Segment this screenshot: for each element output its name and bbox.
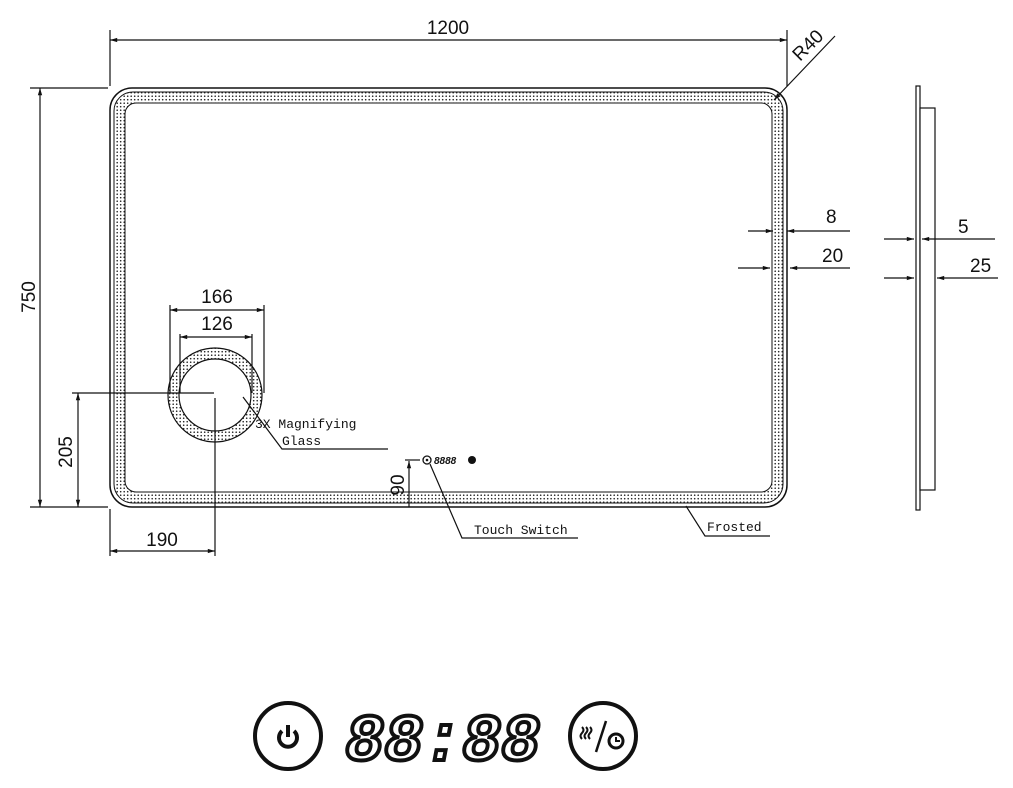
dim-side-depth-label: 25 <box>970 256 991 277</box>
dim-led-inset-label: 8 <box>826 207 837 228</box>
svg-text:8888: 8888 <box>434 456 457 467</box>
mirror-front-view <box>109 87 788 508</box>
dim-magnifier-inner-label: 126 <box>201 314 233 335</box>
dim-magnifier-position: 205 190 <box>56 392 216 556</box>
touch-panel: 88:88 <box>253 701 638 782</box>
magnifier-note-line2: Glass <box>282 434 321 449</box>
dim-radius-label: R40 <box>789 26 828 65</box>
frosted-note: Frosted <box>707 520 762 535</box>
dim-height-label: 750 <box>19 281 40 313</box>
defog-timer-button[interactable] <box>568 701 638 771</box>
dim-side: 5 25 <box>884 217 998 281</box>
dim-switch: 90 <box>388 459 420 507</box>
magnifier-note-line1: 3X Magnifying <box>255 417 356 432</box>
power-button[interactable] <box>253 701 323 771</box>
dim-magnifier: 166 126 <box>169 287 265 393</box>
seven-segment-display: 88:88 <box>345 705 540 780</box>
touch-switch-mini: 8888 <box>422 455 476 467</box>
dim-width: 1200 <box>109 18 788 86</box>
power-icon <box>277 725 299 749</box>
mirror-side-view <box>915 85 936 511</box>
dim-radius: R40 <box>773 26 836 101</box>
dim-magnifier-outer-label: 166 <box>201 287 233 308</box>
frosted-callout: Frosted <box>685 505 770 537</box>
magnifier-callout: 3X Magnifying Glass <box>242 396 388 450</box>
dim-side-glass-label: 5 <box>958 217 969 238</box>
dim-190-label: 190 <box>146 530 178 551</box>
touch-switch-note: Touch Switch <box>474 523 568 538</box>
touch-switch-callout: Touch Switch <box>429 463 578 539</box>
dim-led: 8 20 <box>738 207 850 271</box>
timer-icon <box>607 732 625 750</box>
defog-icon <box>579 726 593 740</box>
dim-205-label: 205 <box>56 436 77 468</box>
dim-height: 750 <box>19 87 108 508</box>
magnifying-glass <box>167 347 263 443</box>
dim-led-width-label: 20 <box>822 246 843 267</box>
dim-width-label: 1200 <box>427 18 469 39</box>
dim-90-label: 90 <box>388 474 409 495</box>
